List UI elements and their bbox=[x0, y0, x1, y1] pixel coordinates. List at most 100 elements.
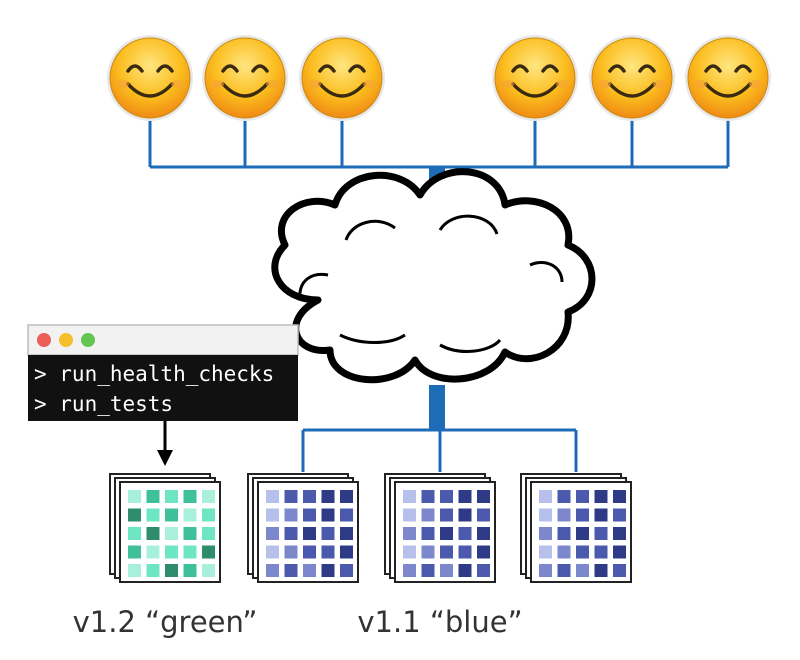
server-cell bbox=[202, 490, 215, 503]
server-cell bbox=[477, 508, 490, 522]
server-cell bbox=[128, 490, 141, 503]
server-cell bbox=[440, 545, 453, 559]
maximize-window-icon[interactable] bbox=[81, 333, 95, 347]
server-cell bbox=[421, 490, 435, 503]
server-cell bbox=[266, 564, 279, 577]
server-cell bbox=[321, 527, 335, 540]
server-cell bbox=[284, 545, 298, 559]
trunk-line-bottom bbox=[429, 385, 445, 430]
server-cell bbox=[458, 508, 472, 522]
server-cell bbox=[613, 545, 626, 559]
smiley-face-icon bbox=[587, 33, 677, 123]
server-cell bbox=[165, 527, 178, 540]
server-cell bbox=[266, 490, 279, 503]
green-server-cluster bbox=[109, 473, 221, 583]
server-cell bbox=[284, 508, 298, 522]
server-cell bbox=[613, 564, 626, 577]
server-cell bbox=[403, 527, 416, 540]
server-cell bbox=[421, 545, 435, 559]
server-cell bbox=[303, 527, 316, 540]
server-cell bbox=[202, 508, 215, 522]
server-cell bbox=[128, 508, 141, 522]
server-cell bbox=[128, 545, 141, 559]
server-cell bbox=[202, 564, 215, 577]
blue-version-label: v1.1 “blue” bbox=[357, 605, 522, 639]
server-cell bbox=[477, 545, 490, 559]
server-cell bbox=[165, 564, 178, 577]
server-cell bbox=[539, 564, 552, 577]
terminal-window: > run_health_checks > run_tests bbox=[27, 324, 299, 421]
server-cell bbox=[576, 490, 589, 503]
server-cell bbox=[539, 527, 552, 540]
server-cell bbox=[440, 508, 453, 522]
server-cell bbox=[128, 527, 141, 540]
server-cell bbox=[128, 564, 141, 577]
server-cell bbox=[576, 527, 589, 540]
server-cell bbox=[340, 545, 353, 559]
server-cell bbox=[340, 490, 353, 503]
server-cell bbox=[303, 564, 316, 577]
server-cell bbox=[340, 564, 353, 577]
server-cell bbox=[403, 564, 416, 577]
server-cell bbox=[421, 527, 435, 540]
server-cell bbox=[594, 527, 608, 540]
server-cell bbox=[557, 564, 571, 577]
server-cell bbox=[576, 545, 589, 559]
server-cell bbox=[340, 508, 353, 522]
server-cell bbox=[202, 545, 215, 559]
close-window-icon[interactable] bbox=[37, 333, 51, 347]
server-cell bbox=[539, 508, 552, 522]
server-cell bbox=[458, 527, 472, 540]
terminal-line: > run_health_checks bbox=[34, 362, 274, 386]
smiley-face-icon bbox=[490, 33, 580, 123]
server-cell bbox=[576, 564, 589, 577]
server-cell bbox=[303, 508, 316, 522]
server-cell bbox=[458, 564, 472, 577]
server-cell bbox=[477, 490, 490, 503]
server-cell bbox=[403, 508, 416, 522]
server-cell bbox=[594, 508, 608, 522]
server-cell bbox=[165, 545, 178, 559]
smiley-face-icon bbox=[297, 33, 387, 123]
server-cell bbox=[146, 508, 160, 522]
server-cell bbox=[421, 508, 435, 522]
server-cell bbox=[340, 527, 353, 540]
server-cell bbox=[146, 564, 160, 577]
server-cell bbox=[440, 564, 453, 577]
server-cell bbox=[458, 545, 472, 559]
server-cell bbox=[539, 490, 552, 503]
server-cell bbox=[266, 508, 279, 522]
server-cell bbox=[557, 490, 571, 503]
user-row bbox=[105, 33, 773, 123]
server-cell bbox=[266, 527, 279, 540]
server-cell bbox=[165, 490, 178, 503]
server-cell bbox=[183, 508, 197, 522]
blue-server-cluster bbox=[520, 473, 632, 583]
server-cell bbox=[594, 564, 608, 577]
green-version-label: v1.2 “green” bbox=[73, 605, 258, 639]
smiley-face-icon bbox=[683, 33, 773, 123]
server-cell bbox=[183, 527, 197, 540]
minimize-window-icon[interactable] bbox=[59, 333, 73, 347]
blue-server-cluster bbox=[384, 473, 496, 583]
server-cell bbox=[613, 508, 626, 522]
server-cell bbox=[458, 490, 472, 503]
server-cell bbox=[183, 490, 197, 503]
server-cell bbox=[321, 545, 335, 559]
server-cell bbox=[284, 564, 298, 577]
server-cell bbox=[165, 508, 178, 522]
server-cell bbox=[183, 564, 197, 577]
blue-server-cluster bbox=[247, 473, 359, 583]
server-cell bbox=[284, 527, 298, 540]
server-cell bbox=[440, 527, 453, 540]
server-cell bbox=[477, 527, 490, 540]
server-clusters bbox=[109, 473, 632, 583]
server-cell bbox=[146, 545, 160, 559]
server-cell bbox=[303, 490, 316, 503]
server-cell bbox=[557, 508, 571, 522]
server-cell bbox=[321, 564, 335, 577]
server-cell bbox=[403, 490, 416, 503]
server-cell bbox=[146, 490, 160, 503]
server-cell bbox=[303, 545, 316, 559]
